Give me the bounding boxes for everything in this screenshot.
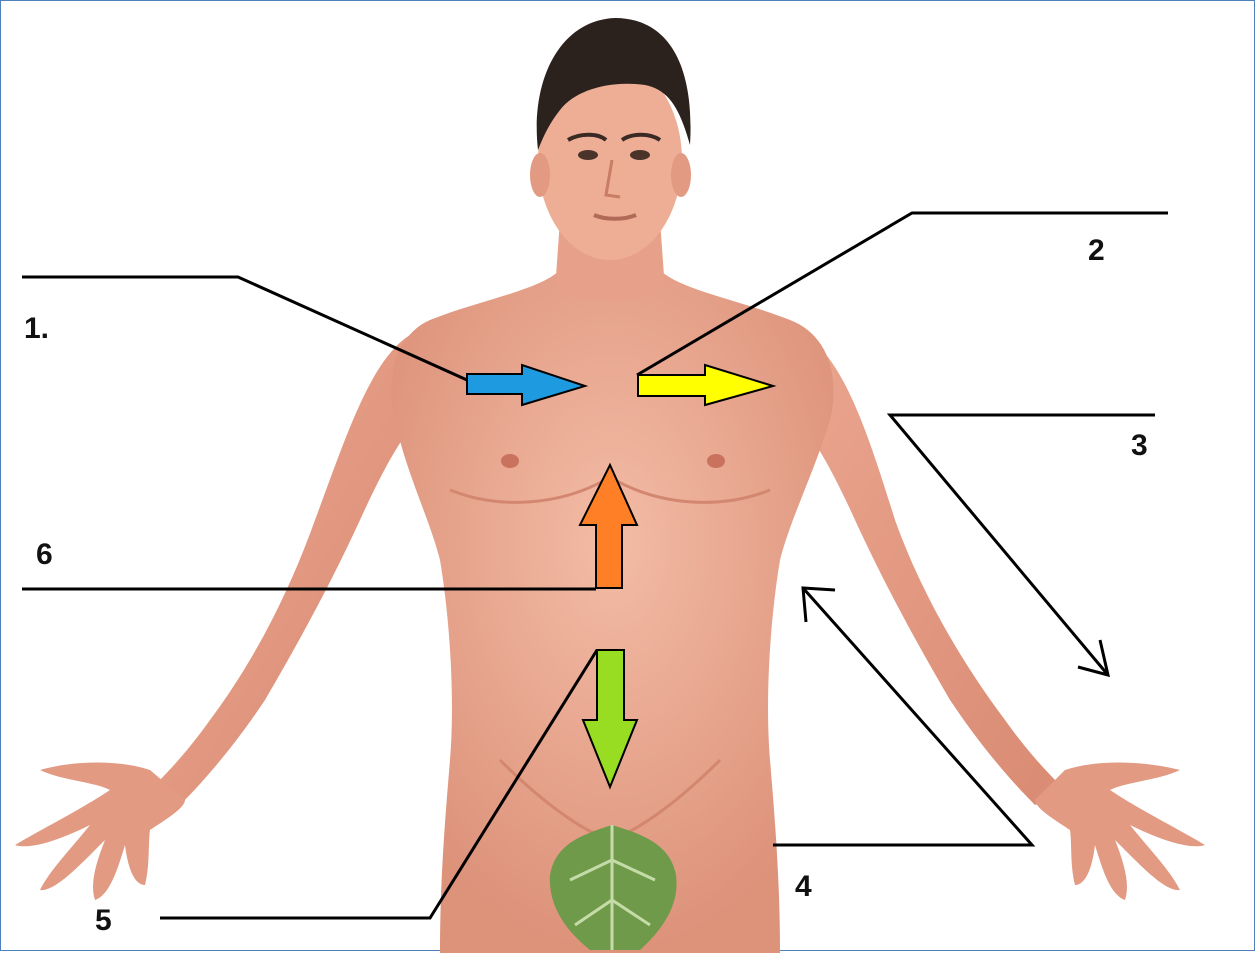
nipple <box>707 454 725 468</box>
left-hand <box>1035 763 1205 901</box>
label-1: 1. <box>24 314 49 344</box>
ear <box>671 153 691 197</box>
eye <box>630 150 650 160</box>
eye <box>578 150 598 160</box>
label-6: 6 <box>36 540 53 570</box>
ear <box>530 153 550 197</box>
label-2: 2 <box>1088 236 1105 266</box>
right-hand <box>15 763 185 901</box>
label-3: 3 <box>1131 431 1148 461</box>
label-4: 4 <box>795 872 812 902</box>
label-5: 5 <box>95 906 112 936</box>
right-arm <box>150 335 430 805</box>
nipple <box>501 454 519 468</box>
